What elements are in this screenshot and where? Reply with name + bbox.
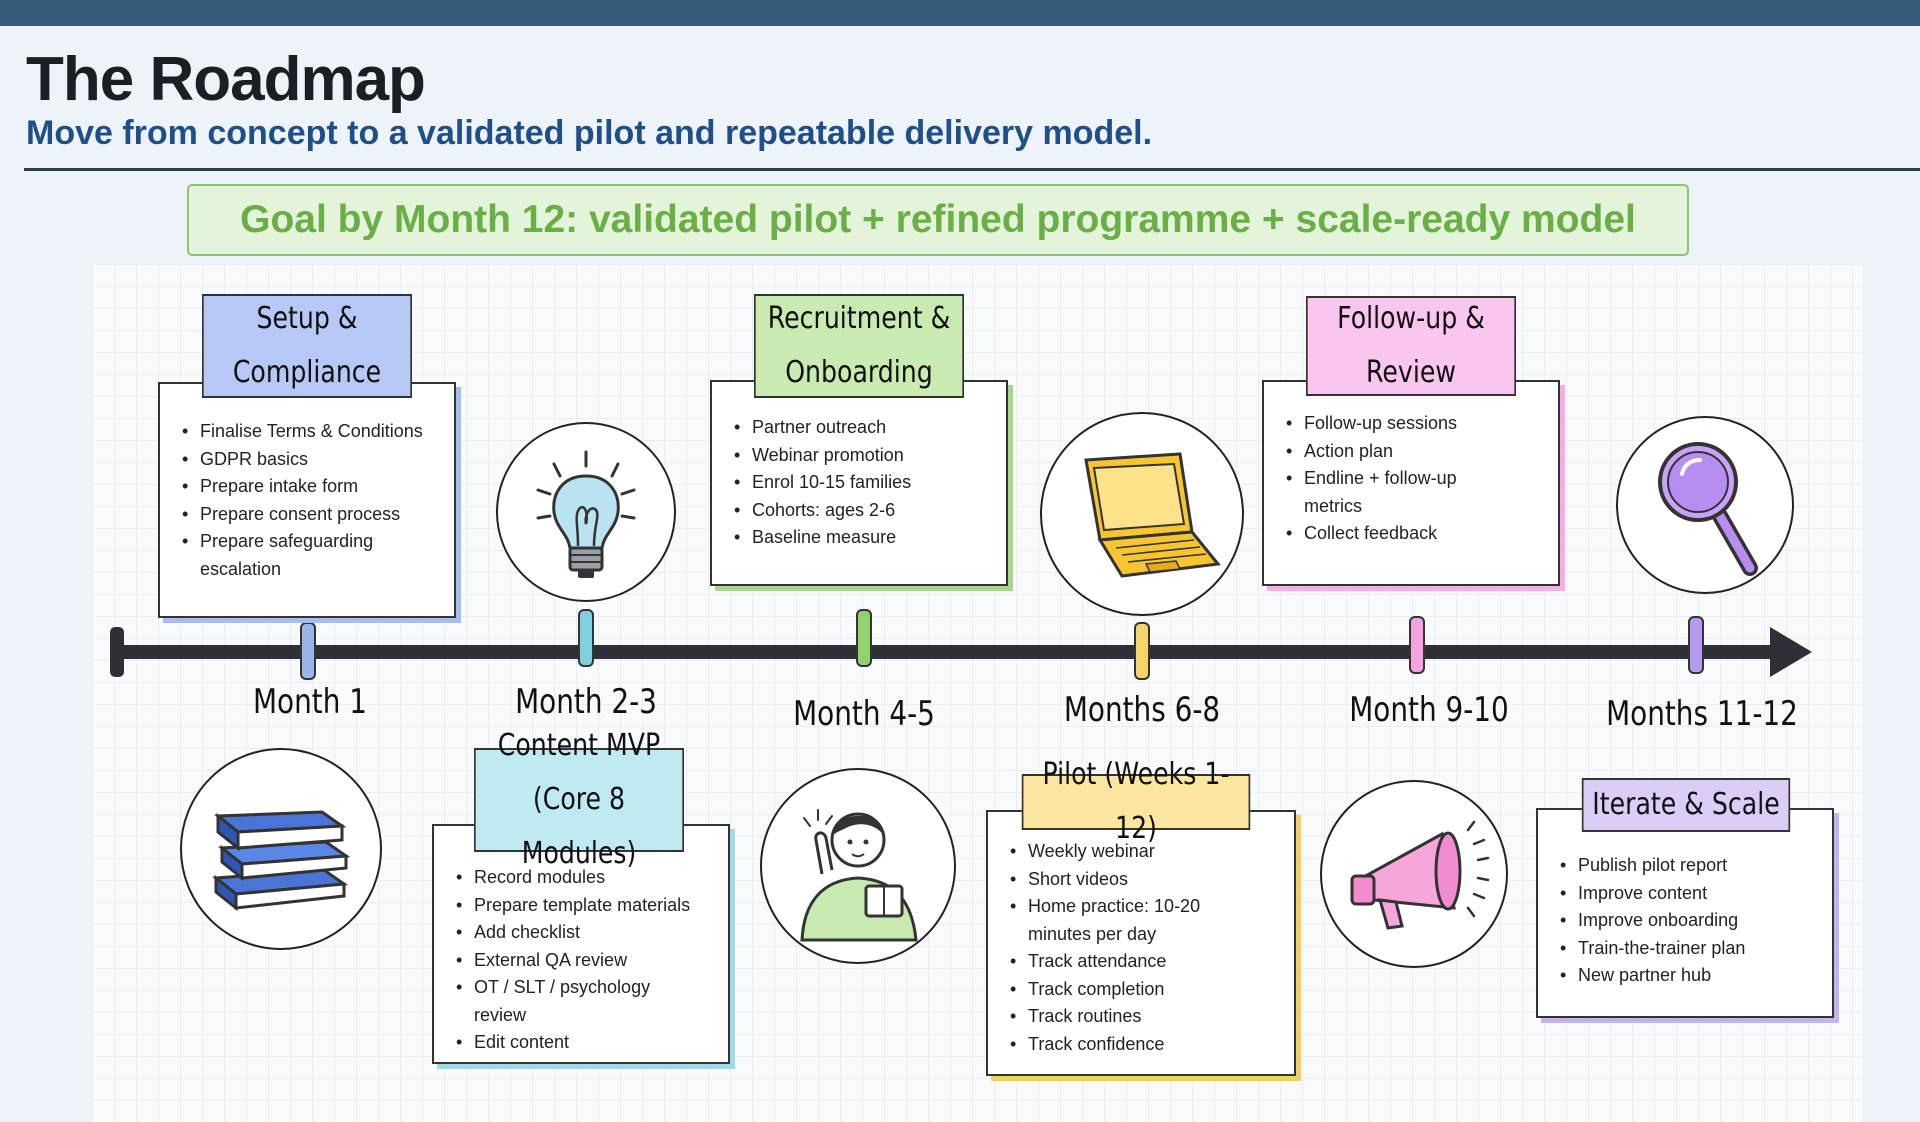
phase-title-content: Content MVP (Core 8 Modules)	[474, 728, 684, 871]
phase-list-content: Record modules Prepare template material…	[434, 864, 728, 1057]
phase-title-line: Pilot (Weeks 1-12)	[1042, 757, 1230, 846]
list-item: review	[474, 1004, 527, 1025]
list-item: Baseline measure	[734, 524, 1006, 552]
megaphone-circle	[1320, 780, 1508, 968]
phase-list-pilot: Weekly webinar Short videos Home practic…	[988, 838, 1294, 1058]
list-item: escalation	[200, 558, 282, 579]
list-item: Home practice: 10-20	[1010, 893, 1294, 921]
phase-list-setup: Finalise Terms & Conditions GDPR basics …	[160, 418, 454, 583]
list-item: Train-the-trainer plan	[1560, 935, 1832, 963]
list-item: External QA review	[456, 947, 728, 975]
list-item: Cohorts: ages 2-6	[734, 497, 1006, 525]
month-label-4-5: Month 4-5	[793, 694, 935, 734]
list-item: metrics	[1304, 495, 1362, 516]
tick-month-1	[300, 622, 316, 680]
phase-card-pilot: Weekly webinar Short videos Home practic…	[986, 810, 1296, 1076]
laptop-circle	[1040, 412, 1244, 616]
timeline-start-cap	[110, 627, 124, 677]
phase-list-followup: Follow-up sessions Action plan Endline +…	[1264, 410, 1558, 548]
phase-card-setup: Finalise Terms & Conditions GDPR basics …	[158, 382, 456, 618]
phase-title-line: Setup &	[256, 301, 358, 336]
list-item: Endline + follow-up	[1286, 465, 1558, 493]
list-item: Prepare intake form	[182, 473, 454, 501]
list-item: Record modules	[456, 864, 728, 892]
tick-month-4-5	[856, 609, 872, 667]
person-reading-circle	[760, 768, 956, 964]
list-item: OT / SLT / psychology	[456, 974, 728, 1002]
magnifier-icon	[1658, 442, 1758, 576]
phase-list-iterate: Publish pilot report Improve content Imp…	[1538, 852, 1832, 990]
tick-month-2-3	[578, 609, 594, 667]
top-bar	[0, 0, 1920, 26]
books-circle	[180, 748, 382, 950]
title-divider	[24, 168, 1920, 171]
phase-card-content: Record modules Prepare template material…	[432, 824, 730, 1064]
phase-title-line: (Core 8 Modules)	[521, 782, 637, 871]
list-item: Short videos	[1010, 866, 1294, 894]
books-icon	[212, 810, 351, 912]
phase-title-line: Compliance	[232, 355, 382, 390]
person-reading-icon	[800, 809, 918, 942]
list-item: Enrol 10-15 families	[734, 469, 1006, 497]
list-item: Edit content	[456, 1029, 728, 1057]
list-item: Follow-up sessions	[1286, 410, 1558, 438]
month-label-2-3: Month 2-3	[515, 682, 657, 722]
phase-title-setup: Setup & Compliance	[202, 294, 412, 398]
list-item: Track completion	[1010, 976, 1294, 1004]
lightbulb-circle	[496, 422, 676, 602]
list-item: Improve onboarding	[1560, 907, 1832, 935]
list-item: Prepare safeguarding	[182, 528, 454, 556]
month-label-11-12: Months 11-12	[1606, 694, 1798, 734]
list-item: Track confidence	[1010, 1031, 1294, 1059]
phase-list-recruitment: Partner outreach Webinar promotion Enrol…	[712, 414, 1006, 552]
phase-title-line: Review	[1366, 355, 1456, 390]
month-label-1: Month 1	[252, 682, 367, 722]
phase-title-line: Onboarding	[785, 355, 933, 390]
phase-title-line: Content MVP	[497, 728, 661, 763]
phase-card-recruitment: Partner outreach Webinar promotion Enrol…	[710, 380, 1008, 586]
list-item: Prepare consent process	[182, 501, 454, 529]
list-item: Collect feedback	[1286, 520, 1558, 548]
list-item: Partner outreach	[734, 414, 1006, 442]
tick-month-11-12	[1688, 616, 1704, 674]
phase-title-recruitment: Recruitment & Onboarding	[754, 294, 964, 398]
list-item: Prepare template materials	[456, 892, 728, 920]
list-item: Weekly webinar	[1010, 838, 1294, 866]
goal-banner: Goal by Month 12: validated pilot + refi…	[187, 184, 1689, 256]
list-item: Publish pilot report	[1560, 852, 1832, 880]
timeline-bar	[112, 645, 1782, 659]
page-title: The Roadmap	[26, 45, 426, 114]
list-item: Action plan	[1286, 438, 1558, 466]
phase-title-line: Iterate & Scale	[1592, 787, 1780, 822]
timeline-arrowhead	[1770, 627, 1812, 677]
list-item: Track attendance	[1010, 948, 1294, 976]
page-subtitle: Move from concept to a validated pilot a…	[26, 114, 1153, 152]
tick-month-9-10	[1409, 616, 1425, 674]
list-item: New partner hub	[1560, 962, 1832, 990]
phase-title-line: Follow-up &	[1337, 301, 1485, 336]
month-label-6-8: Months 6-8	[1063, 690, 1221, 730]
list-item: Add checklist	[456, 919, 728, 947]
laptop-icon	[1084, 452, 1221, 578]
list-item: Finalise Terms & Conditions	[182, 418, 454, 446]
phase-title-iterate: Iterate & Scale	[1581, 778, 1791, 832]
tick-month-6-8	[1134, 622, 1150, 680]
phase-title-followup: Follow-up & Review	[1306, 296, 1516, 396]
phase-card-followup: Follow-up sessions Action plan Endline +…	[1262, 380, 1560, 586]
list-item: Webinar promotion	[734, 442, 1006, 470]
lightbulb-icon	[536, 450, 636, 578]
phase-title-line: Recruitment &	[767, 301, 951, 336]
magnifier-circle	[1616, 416, 1794, 594]
list-item: Track routines	[1010, 1003, 1294, 1031]
month-label-9-10: Month 9-10	[1349, 690, 1509, 730]
list-item: minutes per day	[1028, 923, 1157, 944]
list-item: Improve content	[1560, 880, 1832, 908]
phase-card-iterate: Publish pilot report Improve content Imp…	[1536, 808, 1834, 1018]
phase-title-pilot: Pilot (Weeks 1-12)	[1021, 757, 1251, 846]
megaphone-icon	[1350, 820, 1490, 930]
list-item: GDPR basics	[182, 446, 454, 474]
